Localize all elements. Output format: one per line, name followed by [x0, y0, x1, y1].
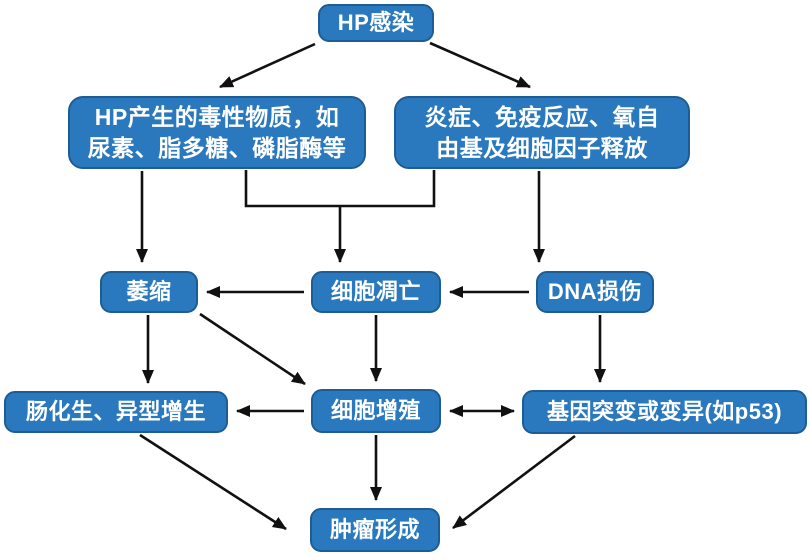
- node-hp-toxic-substances: HP产生的毒性物质，如 尿素、脂多糖、磷脂酶等: [68, 96, 366, 169]
- arrow-metaplasia-to-tumor: [139, 433, 287, 531]
- node-cell-apoptosis: 细胞凋亡: [311, 271, 441, 313]
- arrow-atrophy-to-proliferation: [199, 312, 306, 386]
- node-inflammation-immune-release: 炎症、免疫反应、氧自 由基及细胞因子释放: [394, 96, 690, 169]
- arrow-hp-to-inflammation: [429, 41, 531, 89]
- node-tumor-formation: 肿瘤形成: [310, 508, 440, 552]
- node-atrophy: 萎缩: [100, 271, 198, 313]
- node-intestinal-metaplasia-dysplasia: 肠化生、异型增生: [4, 391, 228, 433]
- node-hp-infection: HP感染: [318, 4, 434, 42]
- node-dna-damage: DNA损伤: [536, 271, 654, 313]
- arrow-hp-to-toxins: [219, 42, 316, 89]
- node-cell-proliferation: 细胞增殖: [311, 389, 441, 433]
- node-gene-mutation-p53: 基因突变或变异(如p53): [522, 390, 807, 434]
- connector-merge-elbow: [244, 170, 436, 208]
- arrow-mutation-to-tumor: [452, 434, 576, 530]
